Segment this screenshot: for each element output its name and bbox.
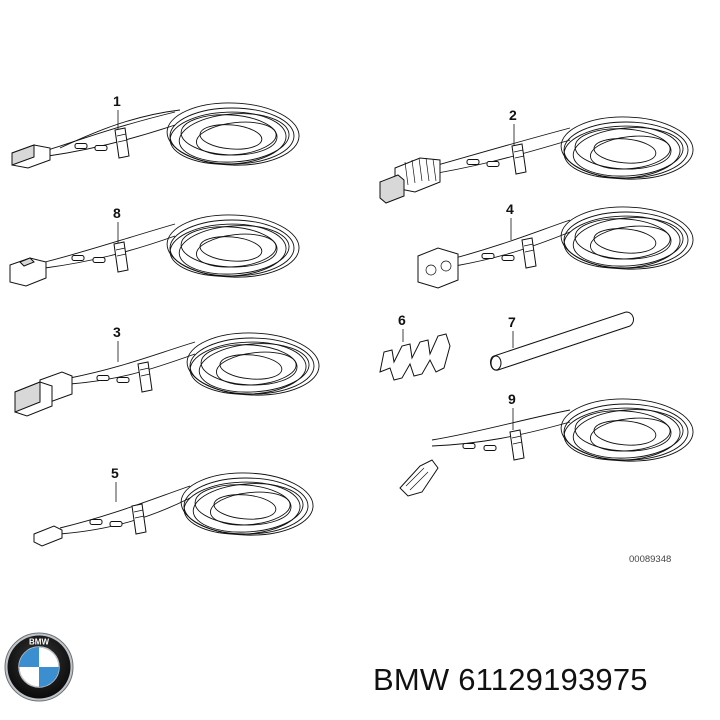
brand-name: BMW <box>373 662 450 697</box>
callout-2: 2 <box>509 107 517 123</box>
harness-part-3: 3 <box>14 324 321 417</box>
clip-part-6: 6 <box>379 312 451 381</box>
callout-9: 9 <box>508 391 516 407</box>
harness-part-4: 4 <box>417 201 695 289</box>
part-caption: BMW 61129193975 <box>373 662 648 698</box>
callout-4: 4 <box>506 201 514 217</box>
callout-8: 8 <box>113 205 121 221</box>
callout-7: 7 <box>508 314 516 330</box>
callout-5: 5 <box>111 465 119 481</box>
tube-part-7: 7 <box>490 311 634 371</box>
diagram-reference-number: 00089348 <box>629 554 671 565</box>
harness-part-9: 9 <box>399 391 695 497</box>
harness-part-5: 5 <box>33 465 315 547</box>
harness-part-2: 2 <box>379 107 695 204</box>
harness-part-1: 1 <box>11 93 301 169</box>
callout-3: 3 <box>113 324 121 340</box>
harness-part-8: 8 <box>9 205 301 287</box>
part-number: 61129193975 <box>458 662 648 697</box>
bmw-roundel-logo: BMW <box>4 632 74 702</box>
callout-1: 1 <box>113 93 121 109</box>
callout-6: 6 <box>398 312 406 328</box>
svg-text:BMW: BMW <box>29 638 49 647</box>
